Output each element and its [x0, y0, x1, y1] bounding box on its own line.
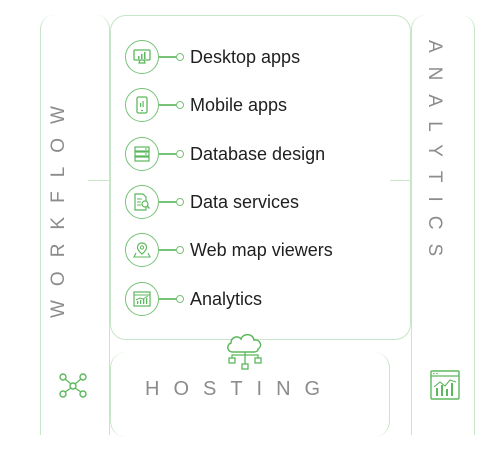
- item-analytics: Analytics: [125, 282, 262, 316]
- cloud-network-icon: [222, 330, 268, 377]
- item-label: Desktop apps: [190, 46, 301, 67]
- item-desktop-apps: Desktop apps: [125, 40, 300, 74]
- map-pin-icon: [125, 233, 159, 267]
- monitor-chart-icon: [125, 40, 159, 74]
- analytics-dashboard-icon: [125, 282, 159, 316]
- workflow-connector: [88, 180, 110, 182]
- analytics-chart-icon: [430, 370, 460, 405]
- database-icon: [125, 137, 159, 171]
- analytics-connector: [390, 180, 412, 182]
- workflow-panel: [40, 15, 110, 435]
- item-label: Analytics: [190, 288, 263, 309]
- workflow-network-icon: [58, 372, 88, 405]
- item-database-design: Database design: [125, 137, 325, 171]
- item-web-map-viewers: Web map viewers: [125, 233, 333, 267]
- document-search-icon: [125, 185, 159, 219]
- item-label: Mobile apps: [190, 94, 288, 115]
- services-panel: [110, 15, 411, 340]
- item-data-services: Data services: [125, 185, 299, 219]
- item-label: Database design: [190, 143, 326, 164]
- item-label: Data services: [190, 191, 300, 212]
- analytics-panel: [411, 15, 475, 435]
- workflow-label: WORKFLOW: [48, 92, 69, 318]
- hosting-panel: [110, 352, 390, 437]
- item-label: Web map viewers: [190, 239, 333, 260]
- analytics-label: ANALYTICS: [424, 40, 445, 271]
- item-mobile-apps: Mobile apps: [125, 88, 287, 122]
- smartphone-icon: [125, 88, 159, 122]
- hosting-label: HOSTING: [145, 378, 335, 400]
